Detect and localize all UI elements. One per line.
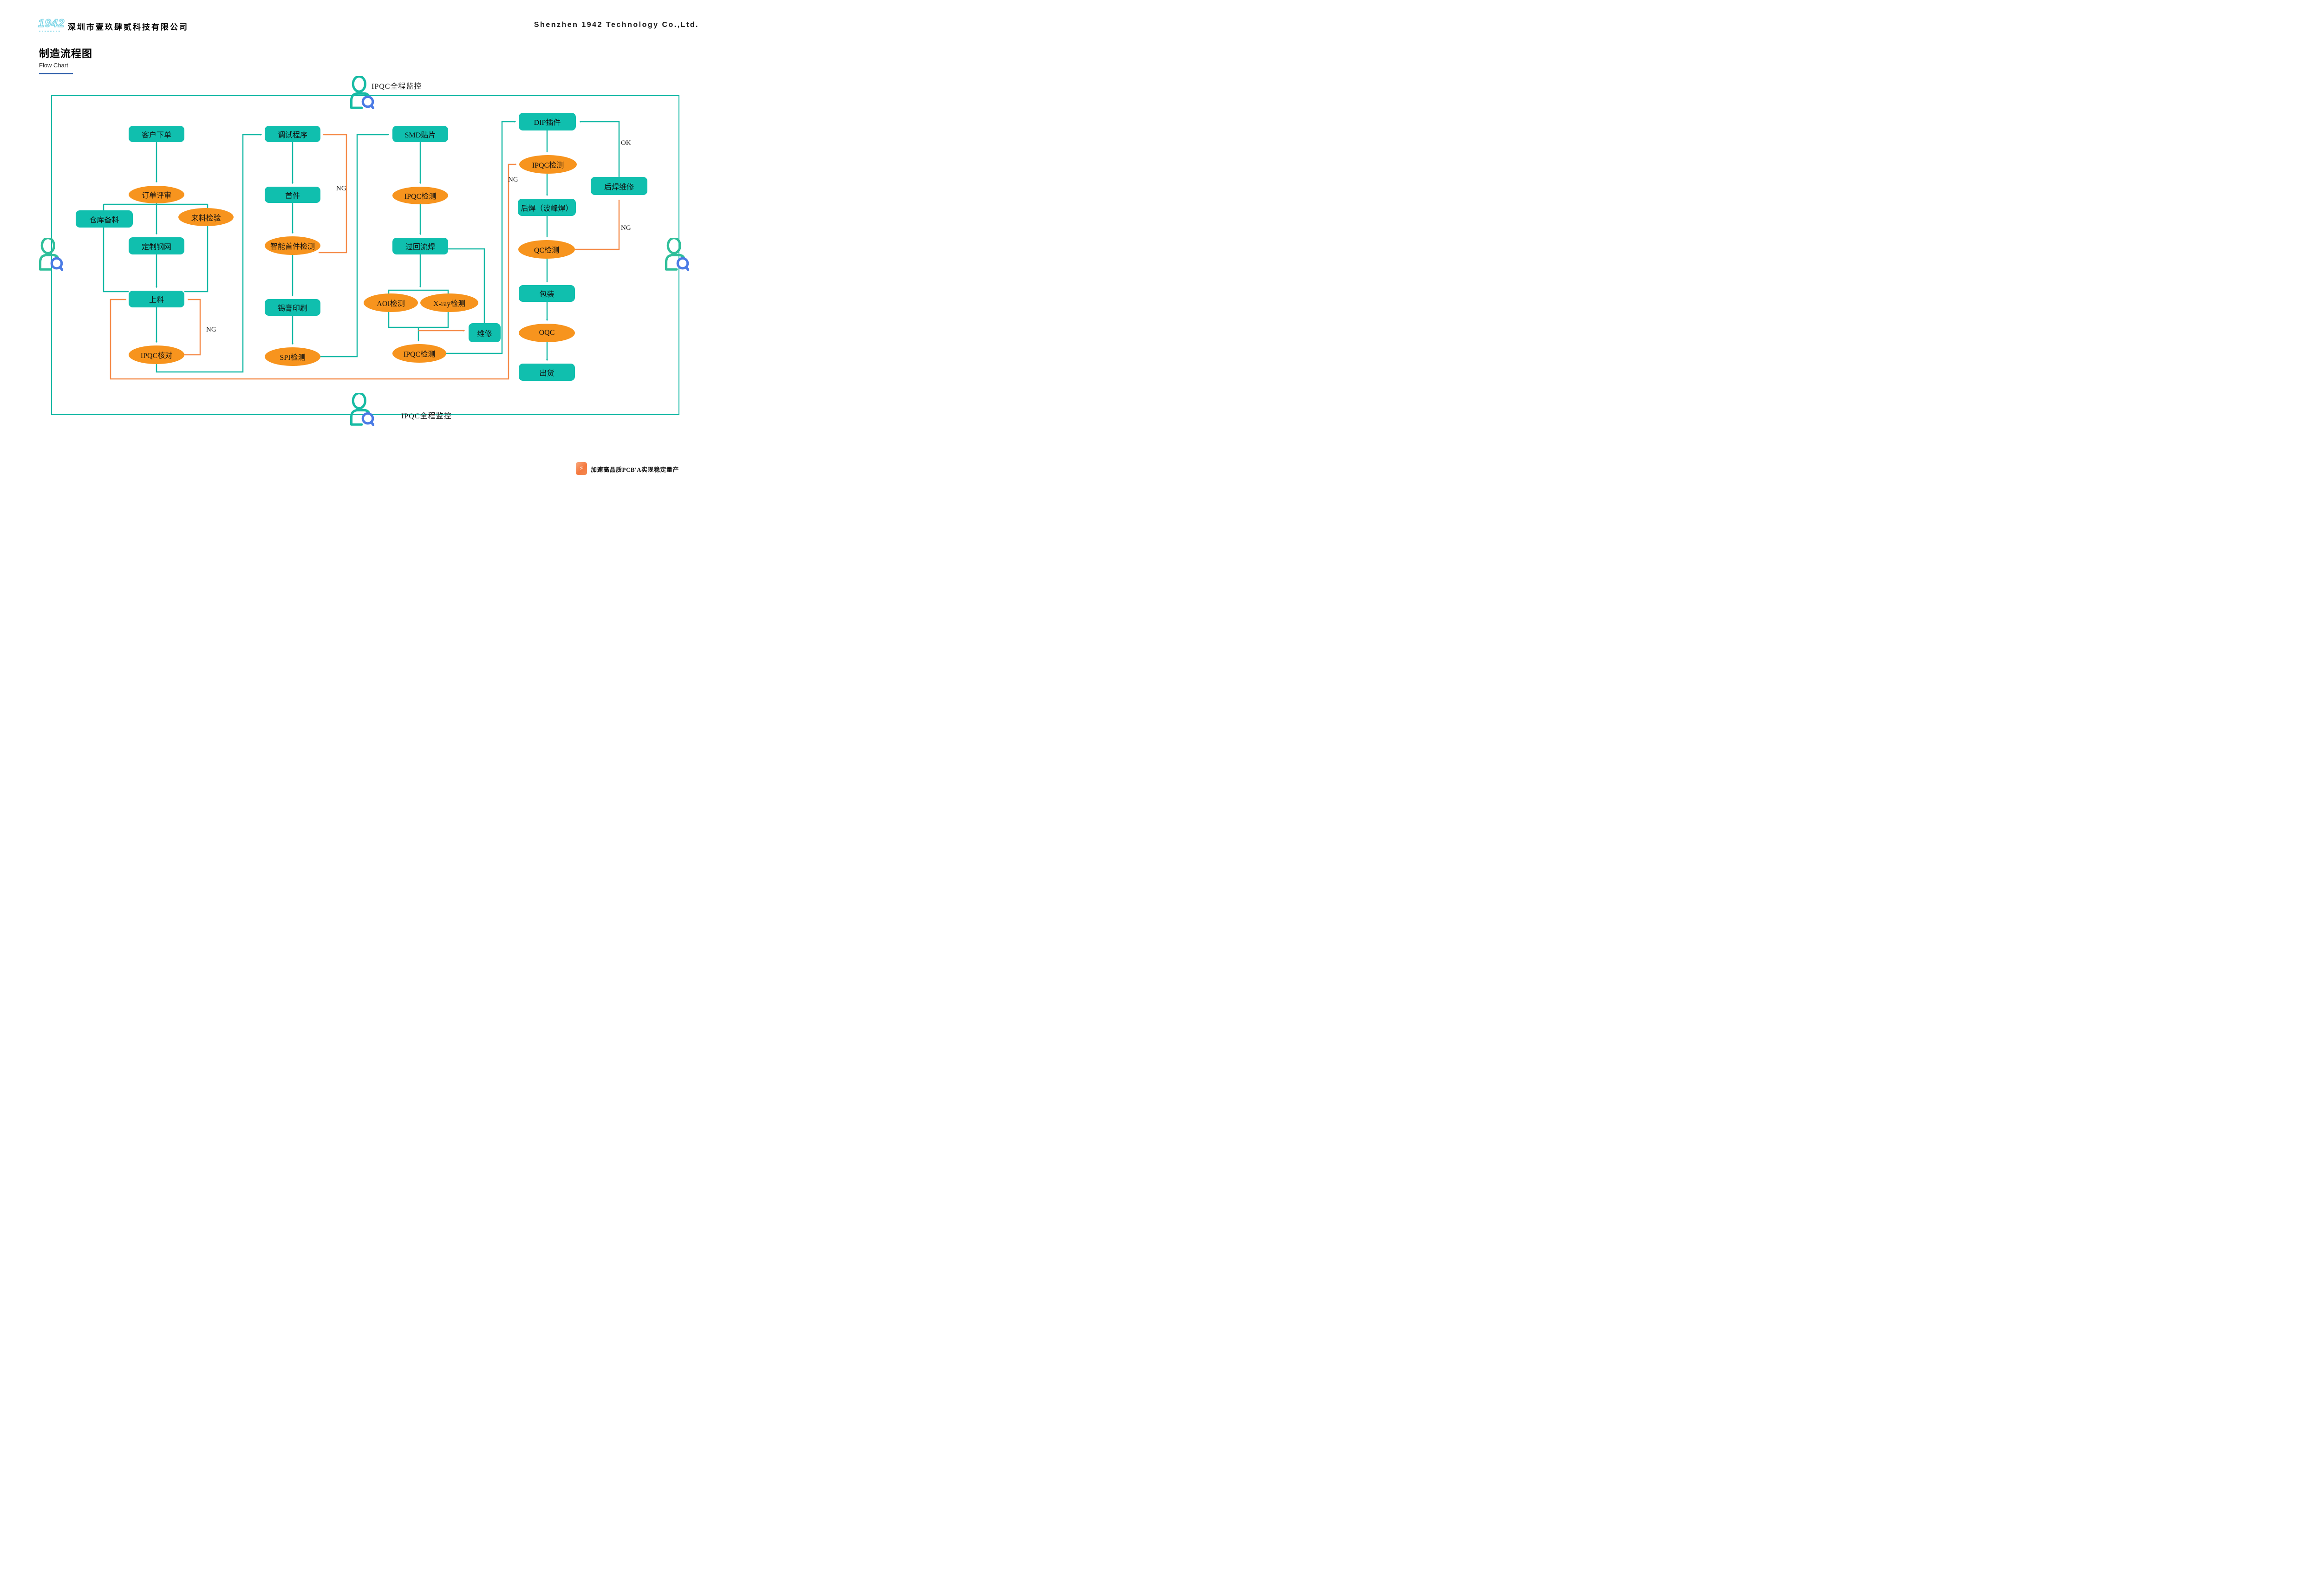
- label-ng-qc-line: NG: [621, 224, 631, 232]
- node-oqc: OQC: [519, 324, 575, 342]
- company-name-cn: 深圳市壹玖肆贰科技有限公司: [68, 23, 189, 32]
- node-dip-insertion: DIP插件: [519, 113, 576, 130]
- page-title: 制造流程图: [39, 48, 93, 59]
- node-smd-mounting: SMD贴片: [392, 126, 448, 142]
- node-loading: 上料: [129, 291, 184, 307]
- edge-spi-to-smd: [320, 135, 388, 358]
- node-shipping: 出货: [519, 364, 575, 381]
- node-ipqc-check: IPQC核对: [129, 345, 184, 364]
- node-order-review: 订单评审: [129, 186, 184, 203]
- magnifier-icon: [676, 257, 689, 270]
- node-first-article: 首件: [265, 187, 320, 203]
- node-qc-inspection: QC检测: [518, 240, 575, 259]
- node-custom-stencil: 定制钢网: [129, 237, 184, 254]
- edge-ipqcreflow-to-dip: [446, 122, 515, 354]
- node-repair: 维修: [469, 323, 501, 342]
- company-name-en: Shenzhen 1942 Technology Co.,Ltd.: [534, 21, 699, 29]
- node-aoi-inspection: AOI检测: [364, 293, 418, 312]
- connector-layer: [103, 0, 717, 380]
- edge-ng-smartfa-to-debug: [319, 135, 347, 254]
- label-ipqc-monitor-bottom: IPQC全程监控: [401, 412, 452, 420]
- node-ipqc-inspection-dip: IPQC检测: [519, 155, 577, 174]
- edge-ok-postweldrepair-to-dip: [580, 122, 620, 177]
- node-spi-inspection: SPI检测: [265, 347, 320, 366]
- node-packaging: 包装: [519, 285, 575, 302]
- node-solder-paste-printing: 锡膏印刷: [265, 299, 320, 316]
- title-underline: [39, 73, 73, 74]
- page-subtitle: Flow Chart: [39, 62, 68, 69]
- edge-reflow-to-repair: [444, 248, 485, 323]
- label-ng-loading-loop: NG: [206, 326, 216, 333]
- node-xray-inspection: X-ray检测: [420, 293, 478, 312]
- inspector-icon-bottom: [350, 393, 374, 426]
- node-ipqc-inspection-smd: IPQC检测: [392, 187, 448, 204]
- label-ng-debug-loop: NG: [336, 185, 346, 192]
- label-ok-dip-line: OK: [621, 139, 631, 147]
- edge-ng-ipqccheck-to-loading: [184, 300, 201, 356]
- node-program-debug: 调试程序: [265, 126, 320, 142]
- footer-tagline: 加速高品质PCB'A实现稳定量产: [591, 466, 679, 473]
- node-incoming-inspection: 来料检验: [178, 208, 234, 226]
- edge-ng-qc-to-postweldrepair: [575, 201, 619, 250]
- node-reflow-soldering: 过回流焊: [392, 238, 448, 254]
- lightning-badge-icon: ⚡: [576, 462, 587, 475]
- edge-ng-long-to-ipqcdip: [508, 164, 515, 186]
- node-ipqc-inspection-reflow: IPQC检测: [392, 344, 446, 363]
- node-post-weld-repair: 后焊维修: [591, 177, 647, 195]
- edge-review-split-left: [103, 204, 129, 293]
- magnifier-icon: [361, 412, 374, 425]
- node-smart-fa-inspection: 智能首件检测: [265, 236, 320, 255]
- inspector-icon-left: [39, 238, 63, 271]
- flowchart-page: 1942 深圳市壹玖肆贰科技有限公司 Shenzhen 1942 Technol…: [0, 0, 717, 490]
- label-ipqc-monitor-top: IPQC全程监控: [372, 83, 422, 91]
- inspector-icon-right: [665, 238, 689, 271]
- logo-1942: 1942: [38, 17, 65, 30]
- magnifier-icon: [361, 95, 374, 108]
- edge-ng-long-to-loading: [110, 186, 509, 380]
- node-customer-order: 客户下单: [129, 126, 184, 142]
- inspector-icon-top: [350, 76, 374, 109]
- edge-ipqccheck-to-debug: [156, 135, 261, 373]
- magnifier-icon: [50, 257, 63, 270]
- node-wave-soldering: 后焊（波峰焊）: [518, 199, 576, 216]
- logo-subtext-decoration: [39, 31, 60, 32]
- node-warehouse-prep: 仓库备料: [76, 210, 133, 228]
- edge-review-split-right: [184, 204, 209, 293]
- label-ng-dip-line: NG: [508, 176, 518, 183]
